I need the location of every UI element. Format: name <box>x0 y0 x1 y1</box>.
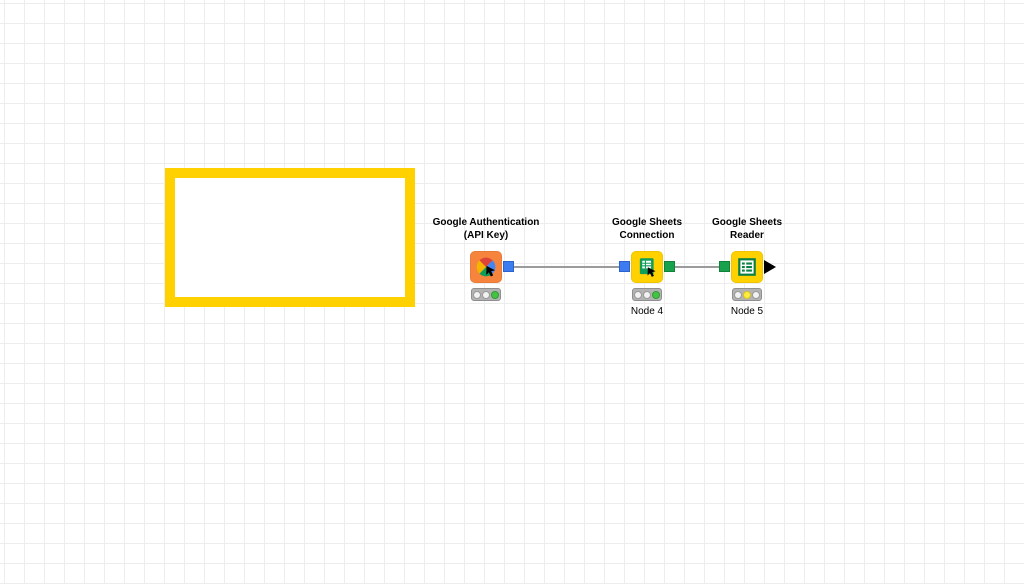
input-port-connection[interactable] <box>719 261 730 272</box>
input-port-credential[interactable] <box>619 261 630 272</box>
status-dot-green <box>752 290 760 299</box>
status-dot-yellow <box>743 290 751 299</box>
node-body[interactable] <box>470 251 514 283</box>
google-sheets-cursor-icon <box>639 258 656 277</box>
status-dot-yellow <box>643 290 651 299</box>
node-body[interactable] <box>619 251 675 283</box>
node-label: Node 5 <box>730 306 764 317</box>
google-auth-pie-cursor-icon <box>476 257 496 277</box>
spreadsheet-table-icon <box>738 258 756 276</box>
workflow-annotation-box[interactable] <box>165 168 415 307</box>
node-body[interactable] <box>719 251 776 283</box>
output-port-data[interactable] <box>764 260 776 274</box>
node-google-sheets-connection[interactable]: Google Sheets Connection Node 4 <box>567 216 727 318</box>
node-google-sheets-reader[interactable]: Google Sheets Reader Node 5 <box>667 216 827 318</box>
status-dot-green <box>491 290 499 299</box>
status-traffic-light <box>732 288 762 301</box>
status-dot-yellow <box>482 290 490 299</box>
connection-auth-to-sheets-connection[interactable] <box>513 266 620 268</box>
connection-sheets-connection-to-reader[interactable] <box>675 266 719 268</box>
status-traffic-light <box>632 288 662 301</box>
node-title: Google Sheets Reader <box>711 217 782 241</box>
node-label: Node 4 <box>630 306 664 317</box>
node-title: Google Authentication (API Key) <box>432 217 540 241</box>
node-google-authentication[interactable]: Google Authentication (API Key) <box>406 216 566 301</box>
status-dot-red <box>634 290 642 299</box>
status-dot-red <box>473 290 481 299</box>
status-traffic-light <box>471 288 501 301</box>
status-dot-red <box>734 290 742 299</box>
status-dot-green <box>652 290 660 299</box>
output-port-connection[interactable] <box>664 261 675 272</box>
node-title: Google Sheets Connection <box>611 217 682 241</box>
output-port-credential[interactable] <box>503 261 514 272</box>
